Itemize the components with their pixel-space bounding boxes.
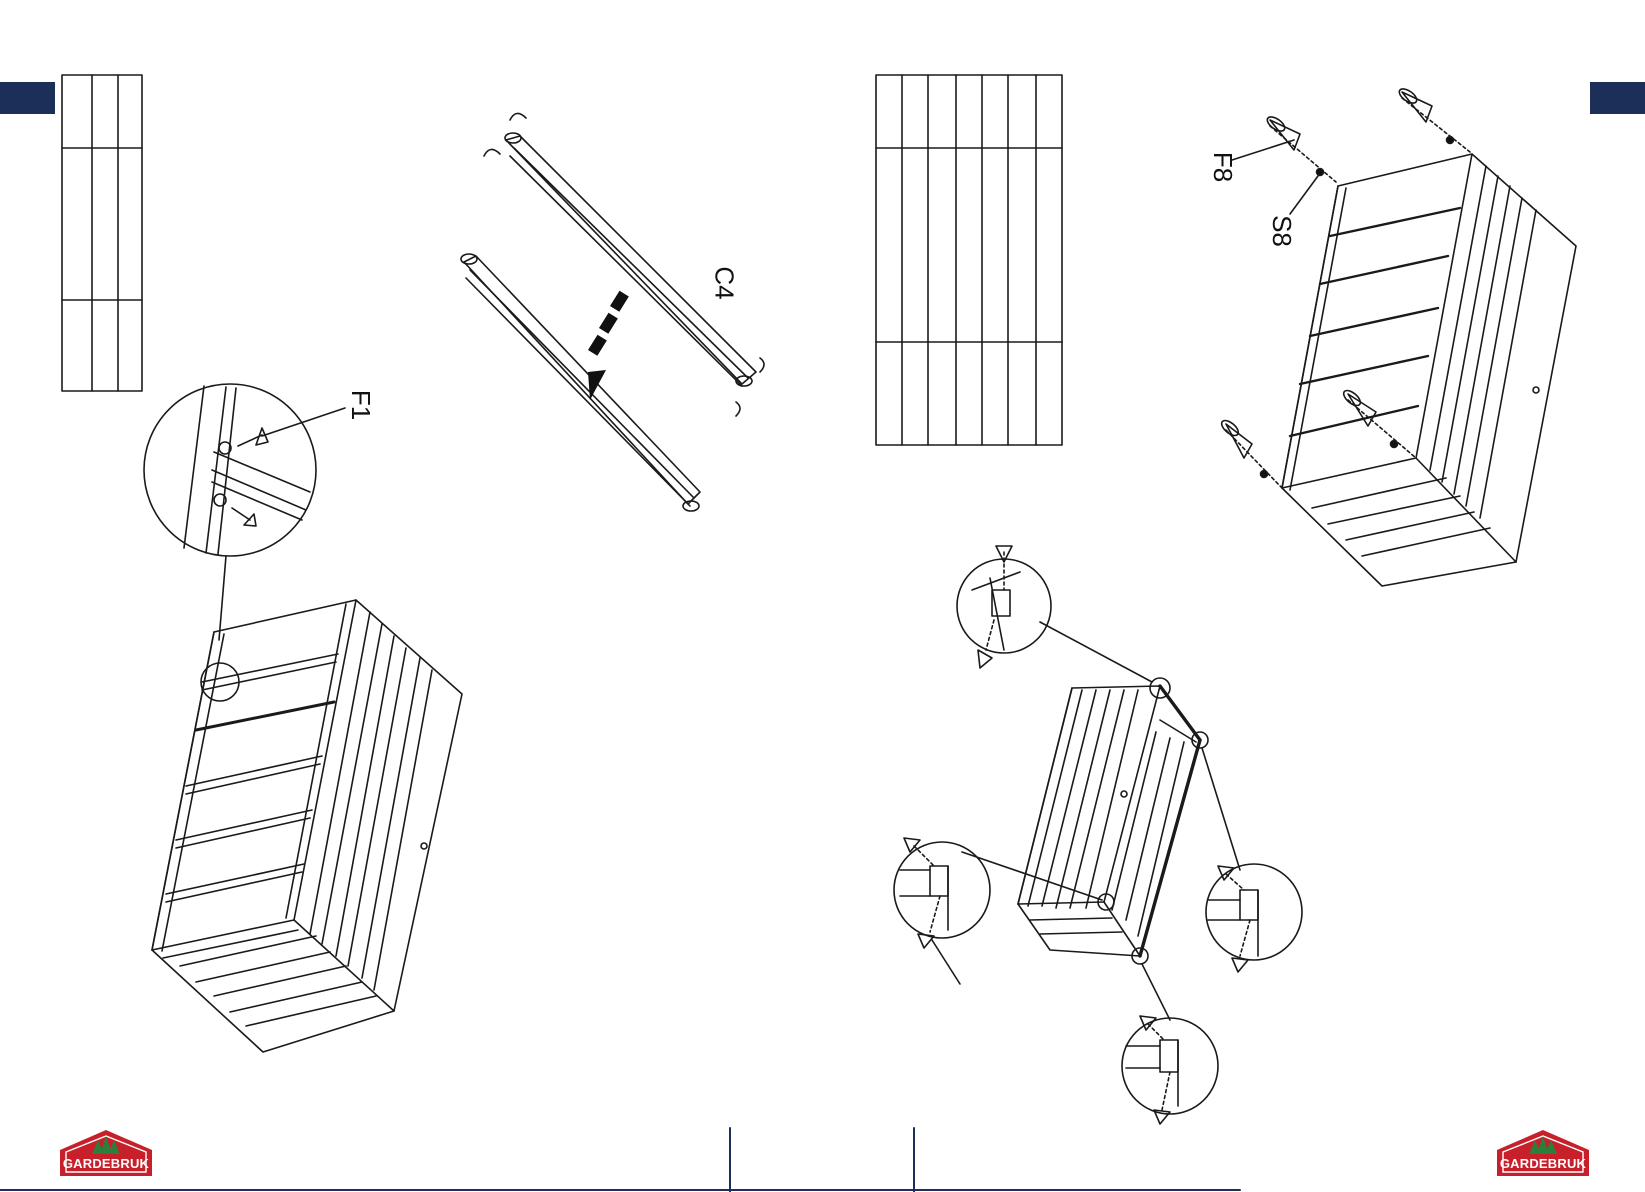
- brand-name: GARDEBRUK: [1493, 1156, 1593, 1171]
- planter-box-right-top: [1219, 86, 1576, 586]
- detail-circle-bottom: [1122, 1016, 1218, 1124]
- planter-box-left: [152, 600, 462, 1052]
- parts-table-left: [62, 75, 142, 391]
- screw-icon: [1219, 418, 1282, 488]
- gardebruk-logo-icon: GARDEBRUK: [1493, 1128, 1593, 1178]
- brand-name: GARDEBRUK: [56, 1156, 156, 1171]
- screw-icon: [238, 428, 268, 446]
- callout-f1: F1: [348, 390, 374, 420]
- screw-icon: [978, 650, 992, 668]
- screw-icon: [232, 508, 256, 526]
- callout-s8: S8: [1269, 215, 1295, 247]
- detail-circle-right: [1206, 864, 1302, 972]
- planter-box-right-bottom: [962, 622, 1240, 1020]
- screw-icon: [1341, 388, 1416, 458]
- dashed-arrow-icon: [588, 291, 629, 400]
- screw-icon: [1397, 86, 1470, 152]
- detail-circle-top: [957, 546, 1051, 668]
- rail-c4-top: [484, 113, 764, 416]
- callout-c4: C4: [712, 266, 738, 299]
- rail-c4-bottom: [461, 254, 700, 511]
- screw-icon: [1265, 114, 1336, 182]
- gardebruk-logo-icon: GARDEBRUK: [56, 1128, 156, 1178]
- detail-circle-left: [894, 838, 990, 984]
- parts-table-right: [876, 75, 1062, 445]
- detail-circle-f1: [144, 384, 345, 701]
- screw-icon: [1232, 958, 1248, 972]
- callout-f8: F8: [1210, 152, 1236, 182]
